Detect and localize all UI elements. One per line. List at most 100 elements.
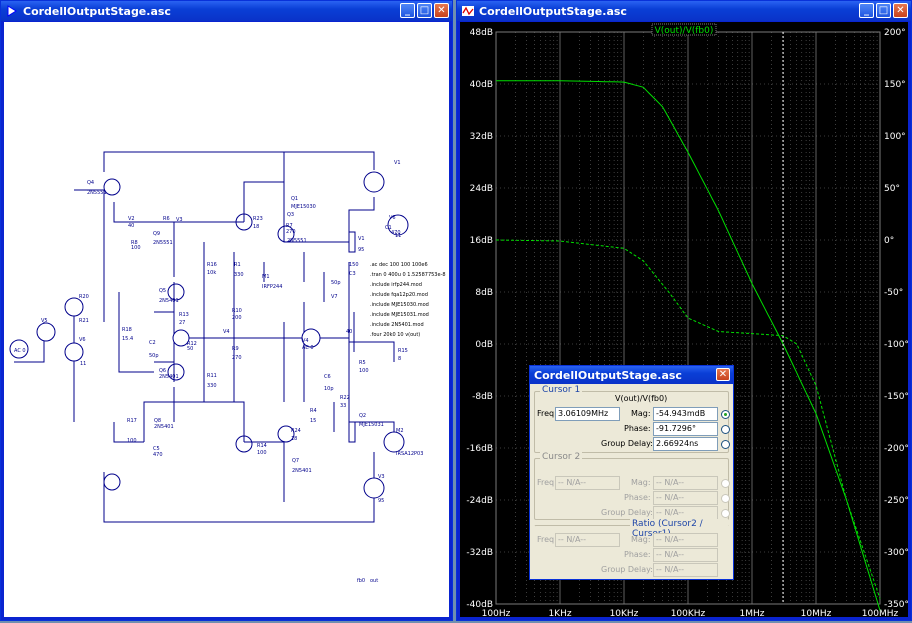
schematic-label: 470 (391, 230, 401, 236)
y-left-tick-label: -24dB (466, 496, 493, 506)
cursor1-gd-label: Group Delay: (601, 439, 653, 448)
dialog-close-button[interactable]: ✕ (716, 368, 730, 381)
waveform-title: CordellOutputStage.asc (479, 4, 627, 18)
schematic-label: V6 (79, 337, 86, 343)
cursor2-mag-label: Mag: (631, 478, 651, 487)
ratio-freq-label: Freq: (537, 535, 557, 544)
close-button[interactable]: ✕ (893, 3, 908, 18)
schematic-label: 2N5401 (292, 468, 312, 474)
y-left-tick-label: -16dB (466, 444, 493, 454)
schematic-label: R14 (257, 443, 267, 449)
schematic-label: C2 (149, 340, 156, 346)
schematic-label: 8 (398, 356, 401, 362)
cursor2-gd-label: Group Delay: (601, 508, 653, 517)
schematic-label: 2N5401 (154, 424, 174, 430)
schematic-label: 100 (359, 368, 369, 374)
schematic-label: V1 (358, 236, 365, 242)
cursor1-gd-field[interactable]: 2.66924ns (653, 437, 718, 451)
y-left-tick-label: 0dB (475, 340, 493, 350)
schematic-label: 95 (378, 498, 384, 504)
schematic-window[interactable]: CordellOutputStage.asc _ □ ✕ (0, 0, 453, 621)
ratio-mag-field: -- N/A-- (653, 533, 718, 547)
schematic-label: 330 (234, 272, 244, 278)
schematic-label: R22 (340, 395, 350, 401)
spice-directive: .include irfp244.mod (370, 282, 422, 288)
schematic-label: Q2 (359, 413, 366, 419)
schematic-label: C1 (385, 225, 392, 231)
schematic-wires (14, 151, 395, 523)
schematic-label: 33 (340, 403, 346, 409)
schematic-label: 2N5551 (87, 190, 107, 196)
x-tick-label: 100MHz (862, 609, 899, 619)
schematic-label: MJE15031 (359, 422, 384, 428)
schematic-label: C6 (324, 374, 331, 380)
schematic-label: 200 (232, 315, 242, 321)
schematic-label: R5 (359, 360, 366, 366)
schematic-label: 95 (358, 247, 364, 253)
x-tick-label: 10MHz (801, 609, 832, 619)
plot-traces (495, 80, 881, 611)
y-right-tick-label: 0° (884, 236, 894, 246)
cursor1-group: Cursor 1 V(out)/V(fb0) Freq: 3.06109MHz … (534, 385, 730, 453)
schematic-label: Q3 (287, 212, 294, 218)
spice-directive: .four 20k0 10 v(out) (370, 332, 420, 338)
schematic-label: 270 (232, 355, 242, 361)
ratio-mag-label: Mag: (631, 535, 651, 544)
cursor1-mag-field[interactable]: -54.943mdB (653, 407, 718, 421)
cursor-dialog[interactable]: CordellOutputStage.asc ✕ Cursor 1 V(out)… (529, 365, 734, 580)
schematic-label: V3 (176, 217, 183, 223)
schematic-label: 100 (131, 245, 141, 251)
spice-directive: .ac dec 100 100 100e6 (370, 262, 428, 268)
schematic-label: R1 (234, 262, 241, 268)
schematic-label: 18 (253, 224, 259, 230)
cursor1-phase-field[interactable]: -91.7296° (653, 422, 718, 436)
schematic-label: V7 (331, 294, 338, 300)
schematic-titlebar[interactable]: CordellOutputStage.asc _ □ ✕ (1, 1, 452, 21)
schematic-label: C3 (349, 271, 356, 277)
cursor-dialog-titlebar[interactable]: CordellOutputStage.asc ✕ (530, 366, 733, 384)
cursor1-phase-radio[interactable] (721, 425, 730, 434)
cursor1-legend: Cursor 1 (540, 385, 583, 395)
schematic-label: 11 (80, 361, 86, 367)
schematic-label: 270 (286, 229, 296, 235)
close-button[interactable]: ✕ (434, 3, 449, 18)
schematic-label: 2N5401 (159, 298, 179, 304)
schematic-label: fb0 (357, 578, 365, 584)
schematic-label: 40 (346, 329, 352, 335)
schematic-label: R21 (79, 318, 89, 324)
y-right-tick-label: -250° (884, 496, 909, 506)
cursor1-mag-radio[interactable] (721, 410, 730, 419)
ratio-phase-field: -- N/A-- (653, 548, 718, 562)
maximize-button[interactable]: □ (417, 3, 432, 18)
schematic-label: V4 (302, 338, 309, 344)
schematic-label: V3 (378, 474, 385, 480)
y-left-tick-label: 8dB (475, 288, 493, 298)
schematic-label: 27 (179, 320, 185, 326)
schematic-label: R7 (286, 223, 293, 229)
trace-label-box (651, 23, 717, 36)
maximize-button[interactable]: □ (876, 3, 891, 18)
minimize-button[interactable]: _ (400, 3, 415, 18)
schematic-label: IRSA12P03 (396, 451, 423, 457)
cursor1-freq-field[interactable]: 3.06109MHz (555, 407, 620, 421)
schematic-label: 2N5401 (159, 374, 179, 380)
cursor2-phase-label: Phase: (624, 493, 651, 502)
y-left-tick-label: -32dB (466, 548, 493, 558)
schematic-label: 50p (149, 353, 159, 359)
waveform-titlebar[interactable]: CordellOutputStage.asc _ □ ✕ (457, 1, 911, 21)
schematic-label: 10k (207, 270, 216, 276)
minimize-button[interactable]: _ (859, 3, 874, 18)
schematic-label: 15.4 (122, 336, 133, 342)
schematic-label: R6 (163, 216, 170, 222)
schematic-label: R16 (207, 262, 217, 268)
y-right-tick-label: 100° (884, 132, 906, 142)
cursor1-gd-radio[interactable] (721, 440, 730, 449)
schematic-label: R11 (207, 373, 217, 379)
schematic-label: R12 (187, 341, 197, 347)
x-tick-label: 1MHz (740, 609, 765, 619)
trace-label[interactable]: V(out)/V(fb0) (655, 26, 714, 36)
schematic-label: R4 (310, 408, 317, 414)
